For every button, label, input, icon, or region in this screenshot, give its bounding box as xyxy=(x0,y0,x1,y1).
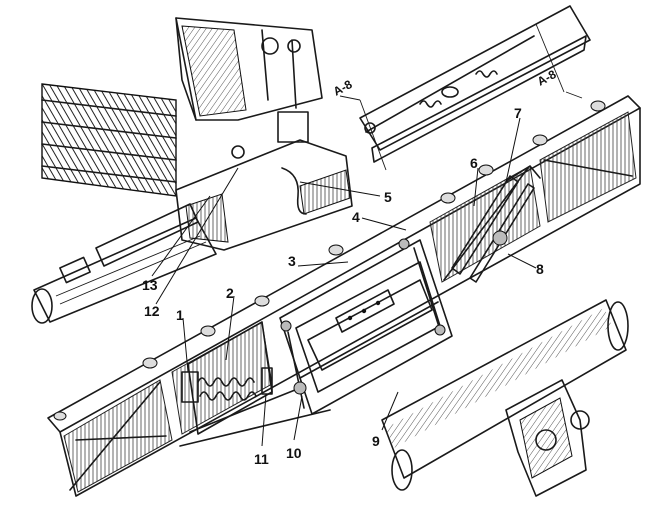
leader-lines xyxy=(151,117,537,447)
callout-labels: 1 2 3 4 5 6 7 8 9 10 11 12 13 xyxy=(142,105,544,467)
callout-3: 3 xyxy=(288,253,296,269)
callout-2: 2 xyxy=(226,285,234,301)
central-carriage xyxy=(179,238,453,447)
strut-right xyxy=(451,165,541,283)
callout-8: 8 xyxy=(536,261,544,277)
section-marks: А-8 А-8 xyxy=(331,67,559,99)
lower-tube xyxy=(31,217,217,324)
callout-12: 12 xyxy=(144,303,160,319)
callout-13: 13 xyxy=(142,277,158,293)
spring-unit-left xyxy=(181,321,273,435)
main-frame xyxy=(47,95,641,497)
inset-tube xyxy=(381,299,629,497)
callout-11: 11 xyxy=(254,451,269,467)
callout-6: 6 xyxy=(470,155,478,171)
callout-1: 1 xyxy=(176,307,184,323)
callout-9: 9 xyxy=(372,433,380,449)
inset-rail xyxy=(339,5,591,171)
callout-10: 10 xyxy=(286,445,302,461)
bracket-assembly xyxy=(95,17,353,267)
callout-5: 5 xyxy=(384,189,392,205)
section-mark-left: А-8 xyxy=(331,77,355,99)
callout-7: 7 xyxy=(514,105,522,121)
ribbed-block xyxy=(41,83,177,197)
callout-4: 4 xyxy=(352,209,360,225)
